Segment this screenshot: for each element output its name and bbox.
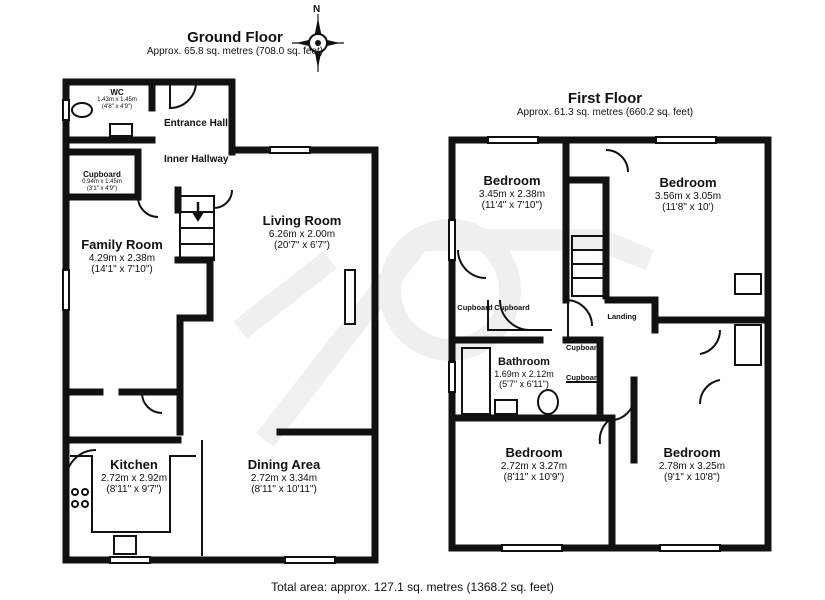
room-label-entrance-hall: Entrance Hall [164,118,228,129]
room-label-cupboard-a: Cupboard [457,303,493,312]
first-floor-thin-walls [448,136,762,552]
room-label-cupboard-b: Cupboard [494,303,530,312]
room-label-dining-area: Dining Area 2.72m x 3.34m (8'11" x 10'11… [247,457,321,496]
compass-icon [292,14,344,72]
room-label-landing: Landing [607,312,637,321]
room-label-family-room: Family Room 4.29m x 2.38m (14'1" x 7'10"… [81,237,163,276]
room-label-kitchen: Kitchen 2.72m x 2.92m (8'11" x 9'7") [100,457,168,496]
room-label-cupboard-d: Cupboard [566,373,602,382]
room-label-bedroom-2: Bedroom 3.56m x 3.05m (11'8" x 10') [654,175,722,214]
ground-floor-thin-walls [62,81,356,564]
ground-floor-walls [62,78,379,564]
room-label-bathroom: Bathroom 1.69m x 2.12m (5'7" x 6'11") [494,356,554,389]
ground-floor-title: Ground Floor Approx. 65.8 sq. metres (70… [120,29,350,57]
ground-floor-area: Approx. 65.8 sq. metres (708.0 sq. feet) [146,46,324,57]
room-label-wc: WC 1.43m x 1.45m (4'8" x 4'9") [97,88,137,111]
compass-north: N [313,4,321,15]
first-floor-name: First Floor [567,90,643,107]
total-area: Total area: approx. 127.1 sq. metres (13… [271,580,554,594]
first-floor-title: First Floor Approx. 61.3 sq. metres (660… [490,90,720,118]
room-label-cupboard: Cupboard 0.94m x 1.45m (3'1" x 4'9") [82,170,122,193]
room-label-inner-hallway: Inner Hallway [164,154,229,165]
room-label-bedroom-3: Bedroom 2.72m x 3.27m (8'11" x 10'9") [500,445,568,484]
ground-floor-name: Ground Floor [187,29,283,46]
watermark [233,219,655,447]
room-label-bedroom-1: Bedroom 3.45m x 2.38m (11'4" x 7'10") [478,173,546,212]
room-label-cupboard-c: Cupboard [566,343,602,352]
first-floor-area: Approx. 61.3 sq. metres (660.2 sq. feet) [516,107,694,118]
room-label-living-room: Living Room 6.26m x 2.00m (20'7" x 6'7") [262,213,342,252]
room-label-bedroom-4: Bedroom 2.78m x 3.25m (9'1" x 10'8") [658,445,726,484]
